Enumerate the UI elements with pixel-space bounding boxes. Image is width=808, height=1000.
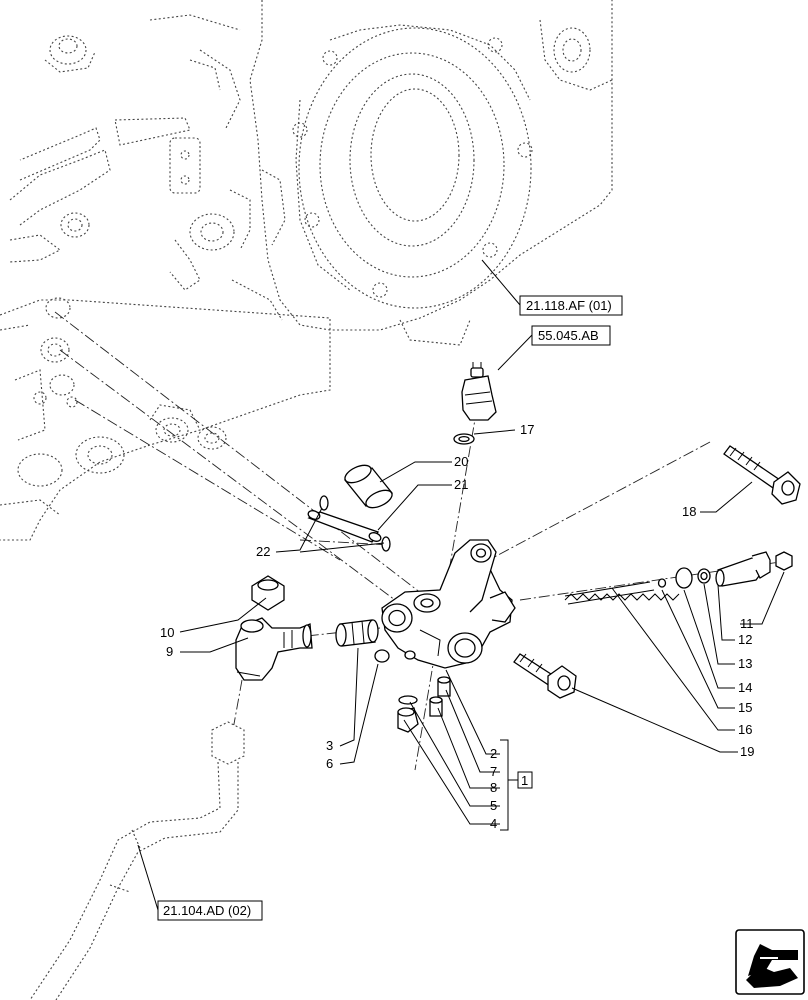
callout-13: 13 xyxy=(738,656,752,671)
svg-text:55.045.AB: 55.045.AB xyxy=(538,328,599,343)
adjuster-plug-part-12 xyxy=(715,551,771,587)
o-ring-part-5 xyxy=(398,695,418,705)
callout-21: 21 xyxy=(454,477,468,492)
callout-7: 7 xyxy=(490,764,497,779)
callout-8: 8 xyxy=(490,780,497,795)
callout-16: 16 xyxy=(738,722,752,737)
ghost-transmission-housing xyxy=(0,0,613,541)
reference-21-104-ad[interactable]: 21.104.AD (02) xyxy=(157,900,263,921)
arrow-back-icon[interactable] xyxy=(735,929,805,995)
callout-2: 2 xyxy=(490,746,497,761)
spring-part-16 xyxy=(564,581,680,605)
svg-text:21.104.AD (02): 21.104.AD (02) xyxy=(163,903,251,918)
callout-3: 3 xyxy=(326,738,333,753)
reference-55-045-ab[interactable]: 55.045.AB xyxy=(531,325,611,346)
callout-9: 9 xyxy=(166,644,173,659)
callout-19: 19 xyxy=(740,744,754,759)
nut-part-11 xyxy=(775,551,793,571)
callout-18: 18 xyxy=(682,504,696,519)
callout-6: 6 xyxy=(326,756,333,771)
callout-numbers: 17 20 21 22 18 10 9 11 12 13 14 15 16 19… xyxy=(160,422,754,831)
bolt-part-18 xyxy=(723,445,801,505)
pressure-switch xyxy=(461,362,497,421)
callout-12: 12 xyxy=(738,632,752,647)
fitting-part-4 xyxy=(397,707,419,733)
washer-part-13-inner xyxy=(700,571,708,581)
callout-14: 14 xyxy=(738,680,752,695)
svg-text:1: 1 xyxy=(521,773,528,788)
o-ring-22-right xyxy=(381,536,391,552)
plug-part-6 xyxy=(374,649,390,663)
kit-label-box: 1 xyxy=(517,771,533,789)
callout-10: 10 xyxy=(160,625,174,640)
callout-20: 20 xyxy=(454,454,468,469)
o-ring-part-14 xyxy=(675,567,693,589)
elbow-fitting-9 xyxy=(235,617,313,681)
plug-part-7 xyxy=(437,676,451,697)
callout-15: 15 xyxy=(738,700,752,715)
reference-21-118-af[interactable]: 21.118.AF (01) xyxy=(519,295,623,316)
nut-part-10 xyxy=(251,575,285,611)
ball-part-15 xyxy=(657,578,667,588)
ghost-hose xyxy=(29,721,245,1000)
svg-text:21.118.AF (01): 21.118.AF (01) xyxy=(526,298,612,313)
assembly-axis-lines xyxy=(54,311,781,771)
leader-lines xyxy=(137,259,785,911)
o-ring-22-left xyxy=(319,495,329,511)
callout-22: 22 xyxy=(256,544,270,559)
bolt-part-19 xyxy=(513,653,577,699)
callout-11: 11 xyxy=(740,616,754,631)
seal-washer-17-inner xyxy=(458,435,470,443)
spool-part-3 xyxy=(335,619,379,647)
valve-body-part-2 xyxy=(381,539,516,669)
callout-17: 17 xyxy=(520,422,534,437)
plug-part-8 xyxy=(429,696,443,717)
sleeve-part-20 xyxy=(343,464,394,509)
callout-5: 5 xyxy=(490,798,497,813)
callout-4: 4 xyxy=(490,816,497,831)
